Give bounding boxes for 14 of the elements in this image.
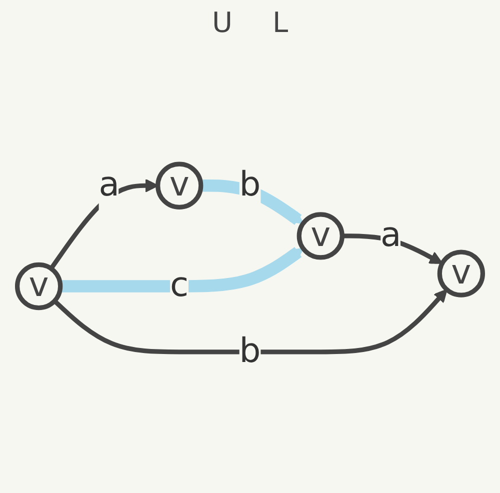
node-circle: v — [296, 212, 344, 260]
arrow — [60, 247, 304, 293]
node-circle: v — [14, 262, 63, 310]
edge-label: a — [380, 216, 402, 256]
region-label: U — [212, 6, 232, 39]
region-label: L — [272, 6, 288, 39]
node-circle: v — [156, 162, 204, 210]
arrow — [200, 180, 304, 226]
edge-label: b — [239, 332, 261, 372]
arrow — [52, 289, 448, 354]
node-circle: v — [437, 250, 486, 298]
edge-label: b — [239, 166, 261, 206]
edge-label: a — [98, 166, 120, 206]
edge-label: c — [170, 267, 189, 306]
